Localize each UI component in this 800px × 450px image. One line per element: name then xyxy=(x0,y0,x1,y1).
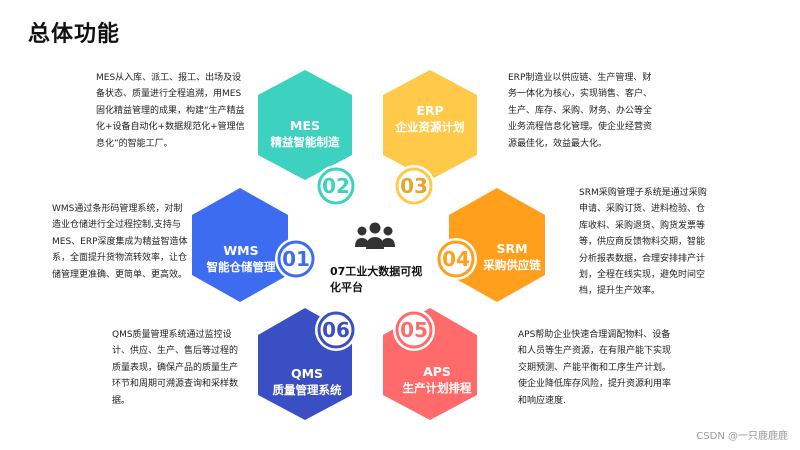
qms-description: QMS质量管理系统通过监控设计、供应、生产、售后等过程的质量表现，确保产品的质量… xyxy=(112,330,239,406)
hex-erp xyxy=(383,70,477,180)
hex-erp-label: ERP 企业资源计划 xyxy=(385,103,475,135)
hex-srm-name: 采购供应链 xyxy=(483,258,541,272)
hex-qms-abbr: QMS xyxy=(290,366,324,381)
hex-qms-name: 质量管理系统 xyxy=(272,383,342,397)
badge-03 xyxy=(393,165,435,207)
hex-wms-label: WMS 智能仓储管理 xyxy=(196,243,286,275)
watermark: CSDN @一只鹿鹿鹿 xyxy=(696,431,788,442)
badge-04-number: 04 xyxy=(442,247,470,271)
badge-01-number: 01 xyxy=(282,247,310,271)
page-title: 总体功能 xyxy=(28,22,121,47)
hex-aps-label: APS 生产计划排程 xyxy=(392,364,482,396)
badge-04 xyxy=(435,238,477,280)
erp-description: ERP制造业以供应链、生产管理、财务一体化为核心，实现销售、客户、生产、库存、采… xyxy=(508,73,653,149)
badge-01 xyxy=(275,238,317,280)
mes-description: MES从入库、派工、报工、出场及设备状态、质量进行全程追溯，用MES固化精益管理… xyxy=(96,73,245,149)
srm-description: SRM采购管理子系统是通过采购申请、采购订货、进料检验、仓库收料、采购退货、购货… xyxy=(579,188,707,297)
badge-05 xyxy=(393,309,435,351)
hex-wms xyxy=(192,188,288,302)
hex-mes-abbr: MES xyxy=(290,118,320,133)
wms-description: WMS通过条形码管理系统，对制造业仓储进行全过程控制,支持与MES、ERP深度集… xyxy=(52,204,188,280)
badge-05-number: 05 xyxy=(400,318,428,342)
hex-wms-name: 智能仓储管理 xyxy=(206,260,276,274)
hex-mes-name: 精益智能制造 xyxy=(270,135,340,149)
hex-srm xyxy=(449,188,545,302)
hex-mes-label: MES 精益智能制造 xyxy=(260,118,350,150)
hex-erp-abbr: ERP xyxy=(416,103,444,118)
hex-wms-abbr: WMS xyxy=(223,243,259,258)
hex-qms-label: QMS 质量管理系统 xyxy=(262,366,352,398)
badge-03-number: 03 xyxy=(400,174,428,198)
hex-aps-name: 生产计划排程 xyxy=(402,381,472,395)
badge-06-number: 06 xyxy=(322,318,350,342)
hex-aps-abbr: APS xyxy=(423,364,451,379)
center-label: 07工业大数据可视化平台 xyxy=(330,265,423,294)
aps-description: APS帮助企业快速合理调配物料、设备和人员等生产资源，在有限产能下实现交期预测、… xyxy=(518,330,672,406)
hex-srm-abbr: SRM xyxy=(496,241,528,256)
hex-erp-name: 企业资源计划 xyxy=(395,120,465,134)
badge-06 xyxy=(315,309,357,351)
hex-srm-label: SRM 采购供应链 xyxy=(472,241,552,273)
hex-mes xyxy=(258,70,352,180)
badge-02 xyxy=(315,165,357,207)
users-icon xyxy=(355,222,395,249)
badge-02-number: 02 xyxy=(322,174,350,198)
